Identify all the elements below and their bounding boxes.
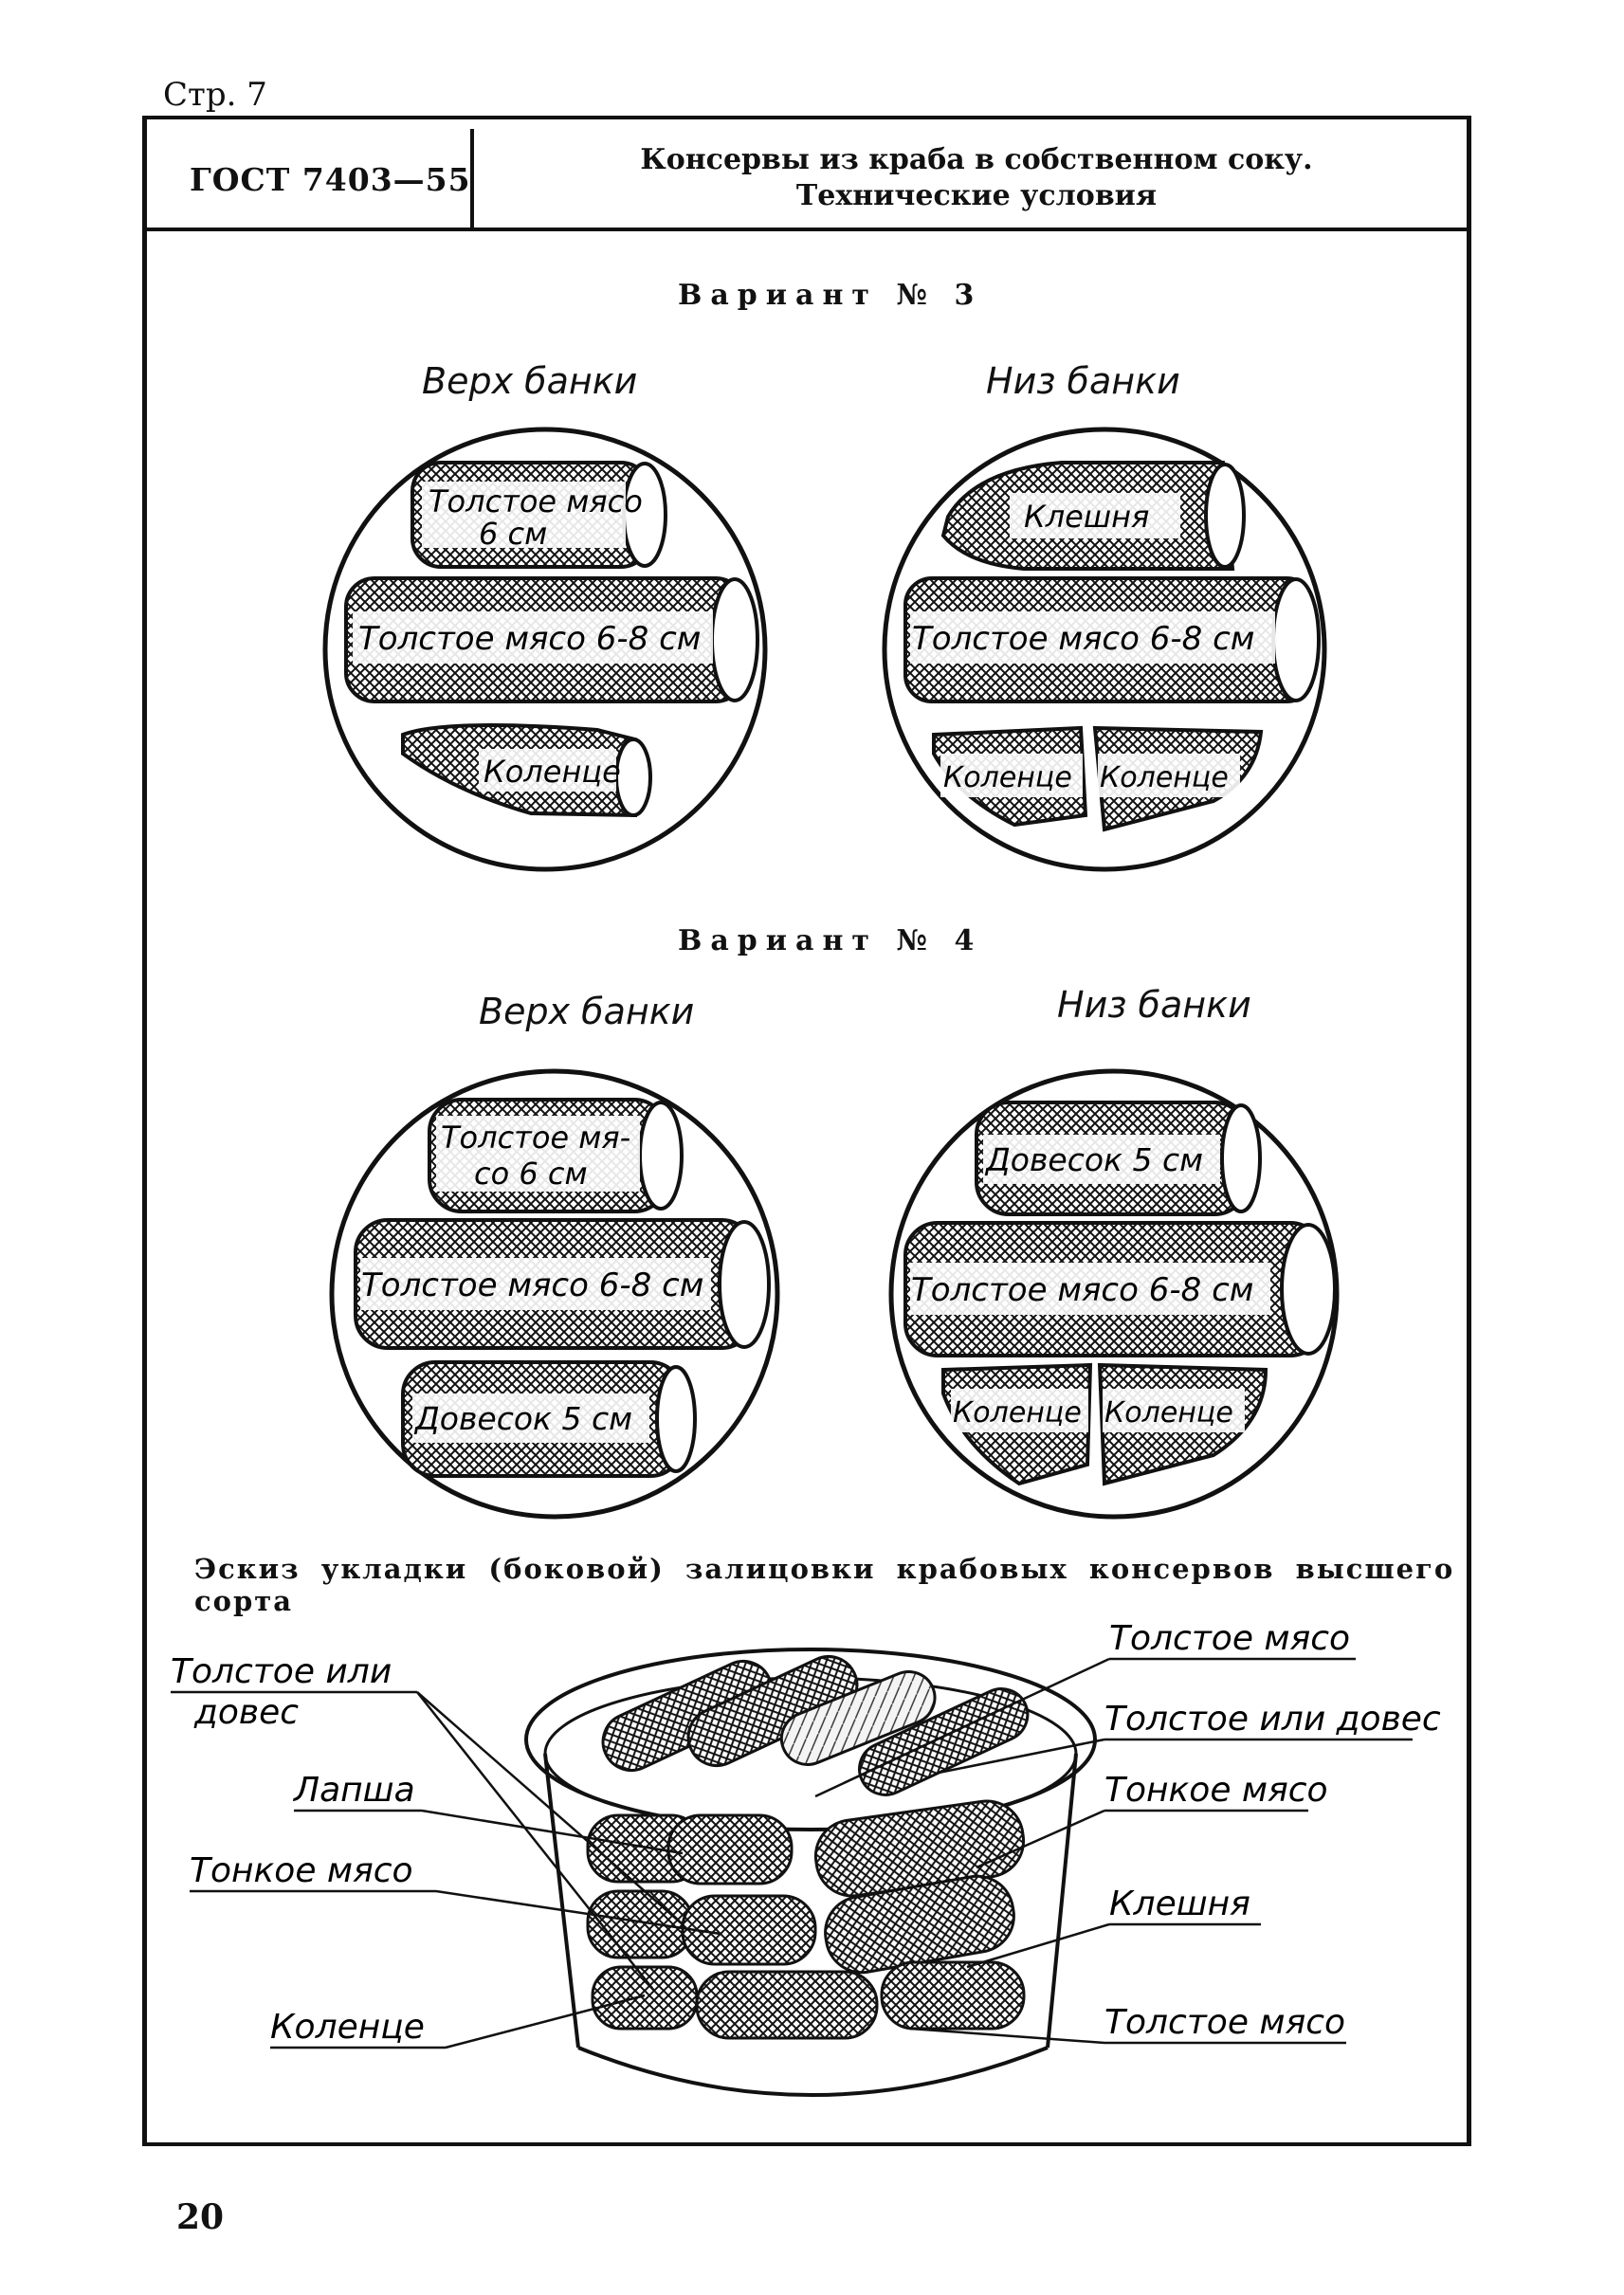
label-thick-meat-top: Толстое мясо bbox=[1109, 1619, 1350, 1658]
label-noodle: Лапша bbox=[292, 1771, 415, 1810]
piece-addition-5cm: Довесок 5 см bbox=[975, 1101, 1262, 1216]
piece-label: Толстое мясо 6-8 см bbox=[361, 1266, 703, 1304]
piece-label: Толстое мя- bbox=[441, 1120, 630, 1156]
document-title-line2: Технические условия bbox=[795, 179, 1158, 212]
page-number-top: Стр. 7 bbox=[163, 76, 267, 114]
header-divider bbox=[147, 228, 1467, 231]
label-thick-or-addition: Толстое или bbox=[171, 1652, 392, 1691]
piece-label: 6 см bbox=[479, 516, 547, 552]
leader-lines-right bbox=[814, 1657, 1413, 2045]
variant4-top-can: Толстое мя- со 6 см Толстое мясо 6-8 см … bbox=[329, 1068, 780, 1520]
piece-knee-left: Коленце bbox=[941, 1362, 1093, 1486]
piece-label: Коленце bbox=[943, 761, 1072, 794]
piece-thick-6-8cm: Толстое мясо 6-8 см bbox=[903, 1221, 1337, 1357]
standard-number: ГОСТ 7403—55 bbox=[190, 161, 471, 198]
piece-knee-left: Коленце bbox=[932, 725, 1088, 828]
variant3-bottom-can: Клешня Толстое мясо 6-8 см Коленце Колен… bbox=[882, 427, 1327, 872]
piece-label: Толстое мясо 6-8 см bbox=[358, 620, 701, 658]
can-outline bbox=[882, 427, 1327, 872]
piece-thick-6cm: Толстое мясо 6 см bbox=[411, 461, 667, 569]
sketch-title: Эскиз укладки (боковой) залицовки крабов… bbox=[194, 1553, 1455, 1617]
piece-knee: Коленце bbox=[401, 723, 652, 818]
piece-thick-6cm: Толстое мя- со 6 см bbox=[428, 1098, 684, 1213]
piece-label: Довесок 5 см bbox=[984, 1141, 1203, 1178]
piece-label: Коленце bbox=[1100, 761, 1229, 794]
piece-label: Коленце bbox=[1104, 1396, 1233, 1430]
piece-label: Клешня bbox=[1024, 499, 1149, 535]
variant4-bottom-caption: Низ банки bbox=[1057, 984, 1251, 1026]
piece-thick-6-8cm: Толстое мясо 6-8 см bbox=[354, 1218, 771, 1350]
label-claw: Клешня bbox=[1109, 1885, 1250, 1923]
variant4-bottom-can: Довесок 5 см Толстое мясо 6-8 см Коленце… bbox=[888, 1068, 1340, 1520]
label-thin-meat-right: Тонкое мясо bbox=[1104, 1771, 1328, 1810]
piece-addition-5cm: Довесок 5 см bbox=[401, 1360, 697, 1478]
can-outline bbox=[888, 1068, 1340, 1520]
leader-lines-left bbox=[171, 1690, 721, 2049]
piece-knee-right: Коленце bbox=[1092, 725, 1264, 832]
piece-label: Коленце bbox=[953, 1396, 1082, 1430]
piece-label: Толстое мясо bbox=[429, 483, 643, 519]
side-view-sketch: Толстое или довес Лапша Тонкое мясо Коле… bbox=[171, 1619, 1441, 2097]
variant3-title: Вариант № 3 bbox=[678, 279, 983, 312]
page-frame bbox=[142, 116, 1471, 2146]
label-thin-meat-left: Тонкое мясо bbox=[190, 1851, 413, 1890]
piece-label: Толстое мясо 6-8 см bbox=[911, 1271, 1253, 1309]
piece-claw: Клешня bbox=[940, 461, 1246, 571]
header-separator bbox=[470, 129, 474, 228]
piece-knee-right: Коленце bbox=[1097, 1362, 1268, 1486]
label-knee: Коленце bbox=[270, 2008, 425, 2047]
piece-label: со 6 см bbox=[474, 1156, 588, 1192]
piece-label: Коленце bbox=[484, 754, 621, 790]
variant4-title: Вариант № 4 bbox=[678, 924, 983, 957]
variant3-top-caption: Верх банки bbox=[422, 360, 638, 402]
variant3-top-can: Толстое мясо 6 см Толстое мясо 6-8 см Ко… bbox=[322, 427, 768, 872]
label-thick-or-addition-right: Толстое или довес bbox=[1104, 1700, 1441, 1739]
crab-pieces bbox=[586, 1655, 1030, 2040]
can-outline bbox=[322, 427, 768, 872]
piece-thick-6-8cm: Толстое мясо 6-8 см bbox=[344, 576, 759, 703]
piece-label: Толстое мясо 6-8 см bbox=[912, 620, 1254, 658]
can-outline bbox=[329, 1068, 780, 1520]
piece-label: Довесок 5 см bbox=[413, 1400, 632, 1437]
document-title: Консервы из краба в собственном соку. Те… bbox=[531, 142, 1422, 214]
variant3-bottom-caption: Низ банки bbox=[986, 360, 1180, 402]
document-title-line1: Консервы из краба в собственном соку. bbox=[640, 143, 1313, 176]
page-number-bottom: 20 bbox=[176, 2197, 225, 2237]
piece-thick-6-8cm: Толстое мясо 6-8 см bbox=[903, 576, 1321, 703]
label-thick-meat-bottom: Толстое мясо bbox=[1104, 2003, 1345, 2042]
variant4-top-caption: Верх банки bbox=[479, 991, 695, 1032]
label-addition: довес bbox=[193, 1693, 299, 1732]
